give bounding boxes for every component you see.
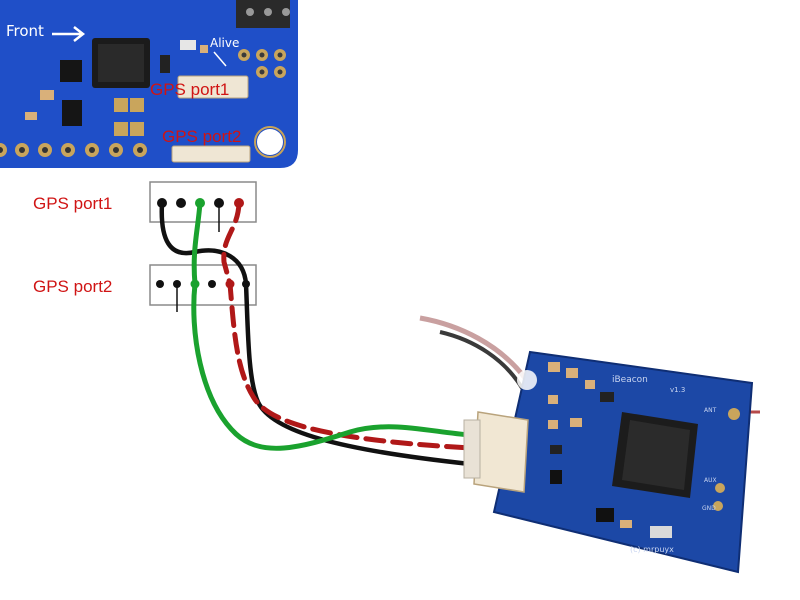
- bottom-pad-row: [0, 143, 147, 157]
- gps-port2-label: GPS port2: [33, 277, 112, 296]
- alive-silkscreen: Alive: [210, 36, 239, 50]
- mounting-hole: [257, 129, 283, 155]
- gps-port2-pinout: GPS port2: [33, 264, 257, 312]
- beacon-module: iBeacon v1.3 ANT AUX GND (c) mrpuyx: [419, 315, 760, 574]
- black-wire: [159, 200, 473, 467]
- solder-pad-array: [238, 49, 286, 78]
- module-copyright: (c) mrpuyx: [630, 545, 674, 554]
- gps-port1-label: GPS port1: [33, 194, 112, 213]
- module-name: iBeacon: [612, 375, 648, 385]
- gps-port1-connector: [177, 75, 249, 99]
- wires: [159, 200, 473, 467]
- port2-pin-box: [149, 264, 257, 306]
- front-arrow-icon: [52, 26, 86, 42]
- gnd-silkscreen: GND: [702, 505, 716, 512]
- red-wire: [221, 200, 473, 451]
- regulator-chip: [62, 100, 82, 126]
- front-silkscreen: Front: [6, 22, 44, 40]
- board-gps-port2-label: GPS port2: [162, 127, 241, 146]
- module-version: v1.3: [670, 386, 685, 394]
- small-chip: [60, 60, 82, 82]
- ant-silkscreen: ANT: [704, 407, 717, 414]
- pin-header: [236, 0, 290, 28]
- flight-controller-board: Front Alive GPS port1 GPS port2: [0, 0, 298, 168]
- led-indicator: [517, 370, 537, 390]
- aux-silkscreen: AUX: [704, 477, 717, 484]
- board-gps-port1-label: GPS port1: [150, 80, 229, 99]
- gps-port2-connector: [171, 145, 251, 163]
- alive-arrow-icon: [213, 51, 227, 67]
- green-wire: [191, 200, 473, 451]
- module-connector: [473, 411, 529, 493]
- gps-port1-pinout: GPS port1: [33, 181, 257, 232]
